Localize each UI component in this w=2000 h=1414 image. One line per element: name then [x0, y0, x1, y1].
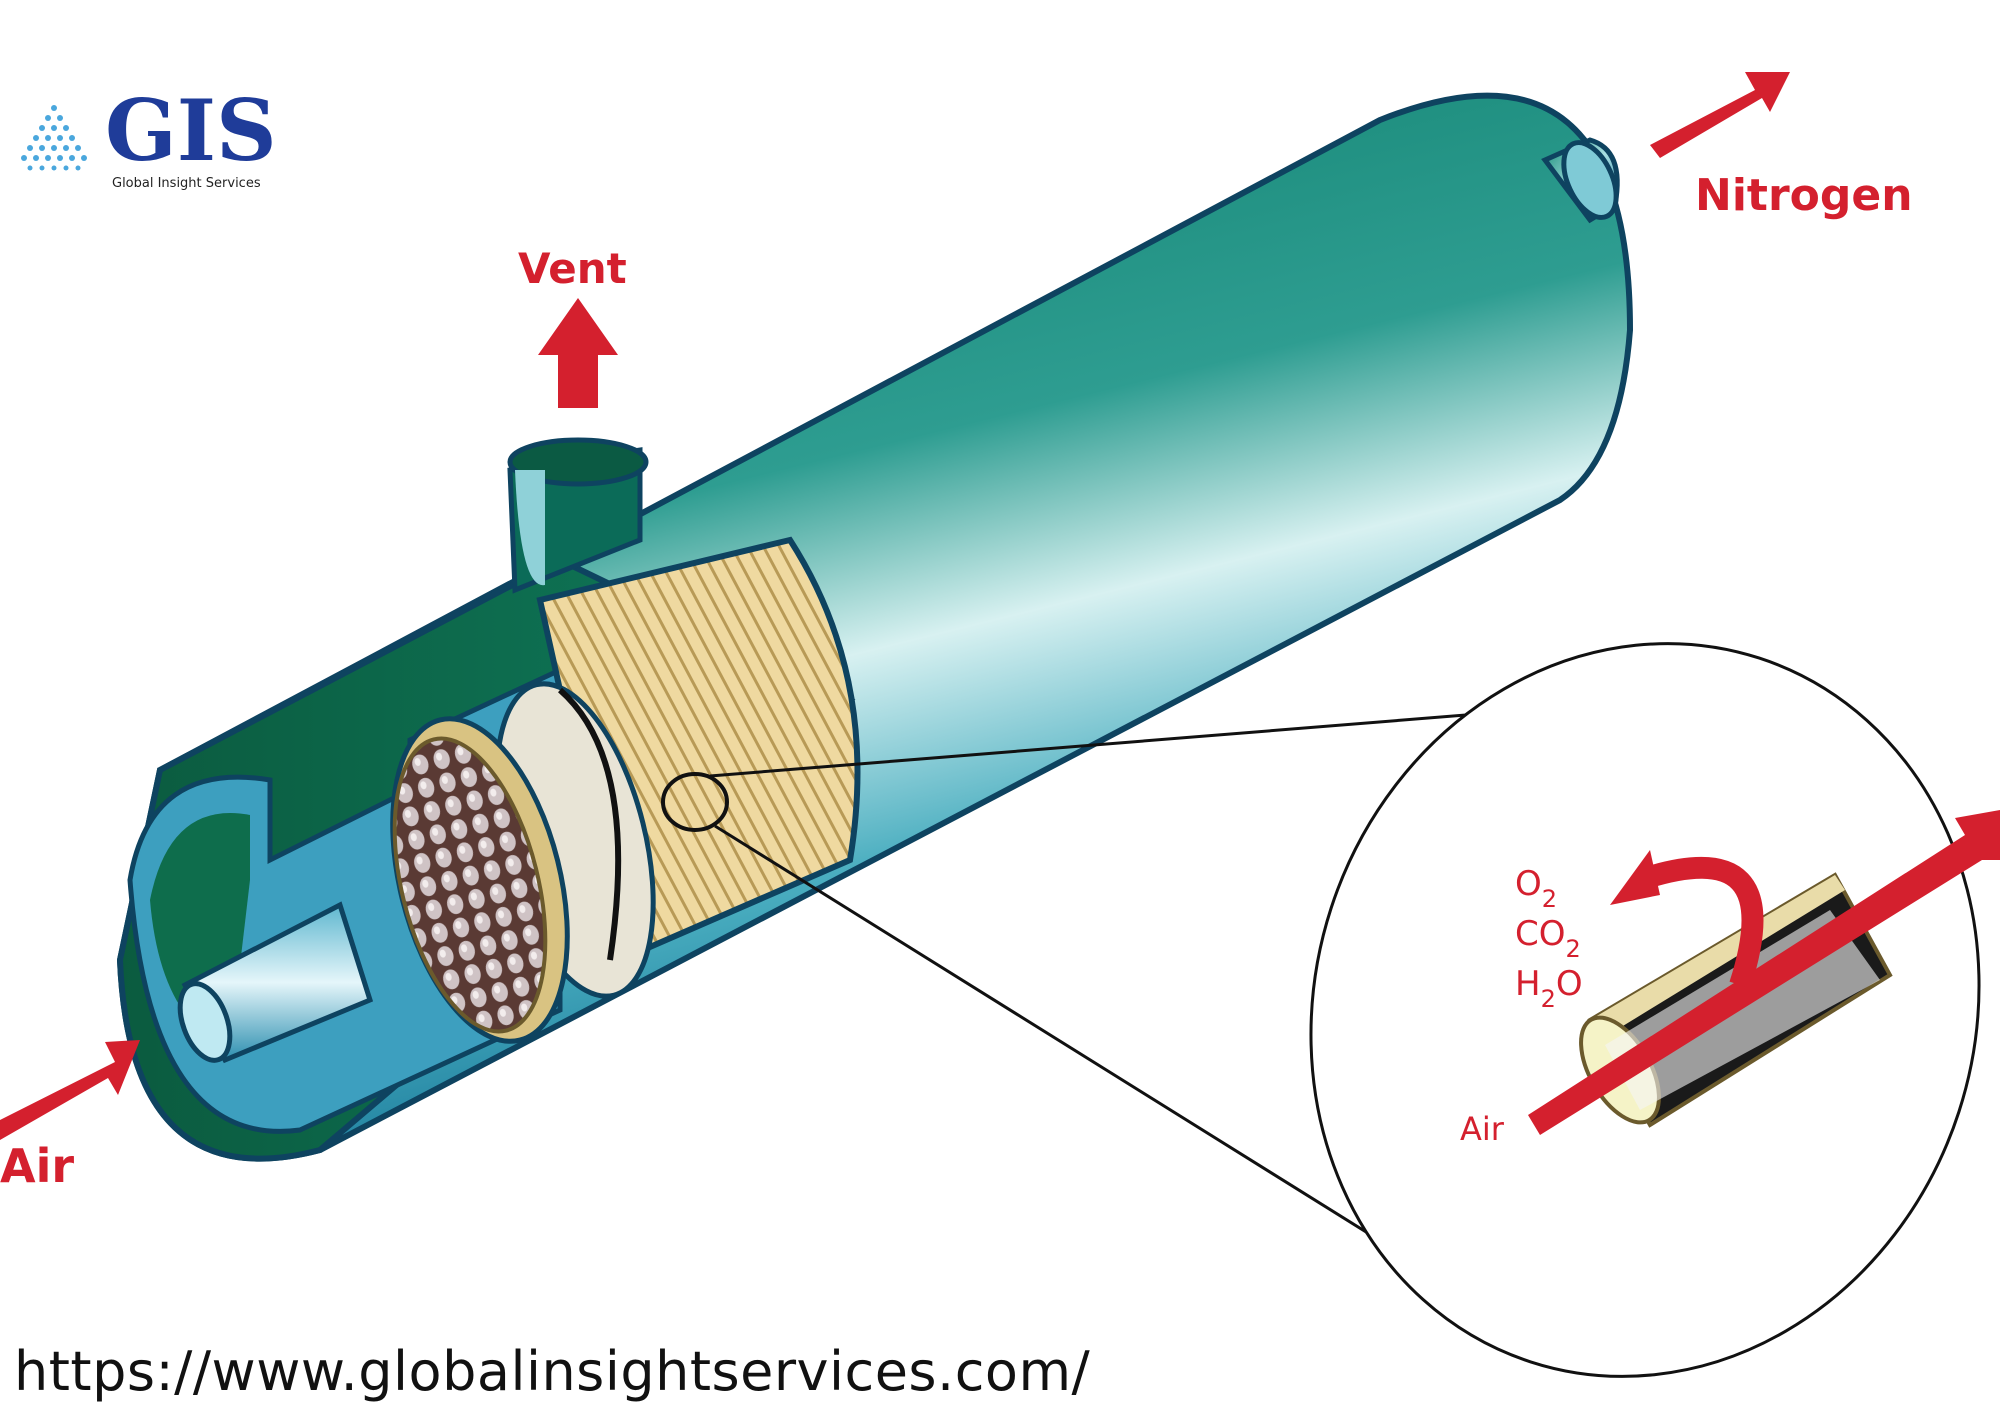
air-inlet-tube: [177, 901, 374, 1064]
detail-ellipse: [1309, 642, 1981, 1378]
air-inlet-label: Air: [0, 1139, 74, 1193]
vent-pipe: [507, 437, 649, 594]
logo-wordmark: GIS: [105, 81, 277, 180]
logo-dot-triangle-icon: [21, 105, 87, 171]
nitrogen-outlet-arrow: [1650, 72, 1790, 158]
detail-air-arrow: [1528, 810, 2000, 1135]
vent-label: Vent: [518, 244, 627, 293]
website-url[interactable]: https://www.globalinsightservices.com/: [14, 1340, 1091, 1403]
detail-air-label: Air: [1460, 1110, 1505, 1148]
co2-label: CO2: [1515, 914, 1581, 963]
permeate-arrow: [1610, 850, 1764, 989]
o2-label: O2: [1515, 864, 1557, 913]
gis-logo: GIS Global Insight Services: [21, 81, 277, 191]
nitrogen-label: Nitrogen: [1695, 170, 1913, 221]
permeate-gases-labels: O2 CO2 H2O: [1515, 864, 1583, 1013]
h2o-label: H2O: [1515, 964, 1583, 1013]
logo-tagline: Global Insight Services: [112, 176, 261, 191]
hollow-fiber-bundle: [390, 536, 861, 1044]
vent-arrow: [538, 298, 618, 408]
air-inlet-arrow: [0, 1040, 140, 1140]
